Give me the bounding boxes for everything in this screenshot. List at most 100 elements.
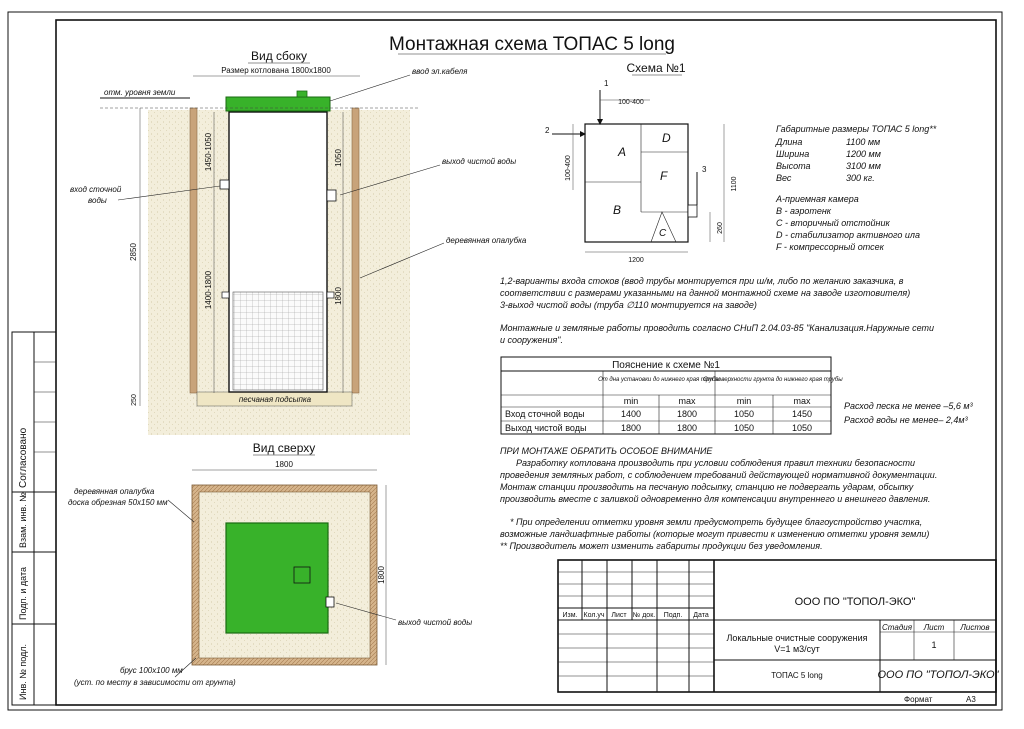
dim-row-width-label: Ширина (776, 149, 809, 159)
legend-f: F - компрессорный отсек (776, 242, 885, 252)
stamp-model: ТОПАС 5 long (771, 671, 822, 680)
dim-row-weight-label: Вес (776, 173, 792, 183)
scheme-1: Схема №1 A B C D F 1 100-400 2 100-400 3… (545, 61, 738, 264)
attention-line-4: производить вместе с заливкой одновремен… (500, 494, 930, 504)
inv-zam-label: Взам. инв. № (18, 492, 28, 548)
stamp-sheet-no: 1 (931, 640, 936, 650)
side-clean-output-label: выход чистой воды (442, 157, 516, 166)
table-max-1: max (678, 396, 696, 406)
sewage-input-label-2: воды (88, 196, 107, 205)
chamber-f: F (660, 169, 668, 183)
format-value: А3 (966, 695, 976, 704)
right-dim-1800: 1800 (377, 566, 386, 584)
table-row-1-v3: 1050 (734, 409, 754, 419)
stamp-stage: Стадия (882, 623, 913, 632)
side-view-title: Вид сбоку (251, 49, 307, 63)
title-block: Изм. Кол.уч Лист № док. Подп. Дата ООО П… (557, 559, 1000, 704)
dim-row-height-label: Высота (776, 161, 811, 171)
formwork-right (351, 107, 360, 394)
table-row-2-v4: 1050 (792, 423, 812, 433)
pit-size-label: Размер котлована 1800х1800 (221, 66, 331, 75)
stamp-company: ООО ПО "ТОПОЛ-ЭКО" (795, 596, 916, 608)
col-izm: Изм. (563, 612, 578, 619)
table-group-1: От дна установки до нижнего края трубы (598, 377, 720, 383)
table-row-1-v4: 1450 (792, 409, 812, 419)
table-max-2: max (793, 396, 811, 406)
col-ndok: № док. (633, 612, 655, 619)
col-kol: Кол.уч (584, 612, 605, 619)
footnote-2: ** Производитель может изменить габариты… (500, 541, 823, 551)
stamp-company-2: ООО ПО "ТОПОЛ-ЭКО" (877, 669, 999, 681)
notes: 1,2-варианты входа стоков (ввод трубы мо… (500, 276, 934, 345)
clean-output-pipe (326, 189, 337, 202)
table-min-1: min (624, 396, 639, 406)
col-list: Лист (611, 612, 627, 619)
table-row-2-v1: 1800 (621, 423, 641, 433)
chamber-legend: А-приемная камера В - аэротенк С - втори… (775, 194, 920, 252)
attention-line-1: Разработку котлована производить при усл… (516, 458, 915, 468)
note-variants-1: 1,2-варианты входа стоков (ввод трубы мо… (500, 276, 904, 286)
col-data: Дата (693, 612, 709, 619)
table-row-1-label: Вход сточной воды (505, 409, 585, 419)
format-label: Формат (904, 695, 933, 704)
table-row-2-label: Выход чистой воды (505, 423, 586, 433)
note-snip-1: Монтажные и земляные работы проводить со… (500, 323, 934, 333)
top-formwork-label-1: деревянная опалубка (74, 487, 155, 496)
tank-lid (225, 96, 331, 112)
table-row-1-v2: 1800 (677, 409, 697, 419)
sand-consumption: Расход песка не менее –5,6 м³ (844, 401, 974, 411)
dim-100-400-left: 100-400 (565, 155, 572, 181)
dim-100-400-top: 100-400 (618, 99, 644, 106)
dim-row-width-value: 1200 мм (846, 149, 881, 159)
stamp-product-2: V=1 м3/сут (774, 644, 820, 654)
col-podp: Подп. (664, 612, 683, 619)
stamp-product-1: Локальные очистные сооружения (726, 633, 867, 643)
top-tank (225, 522, 329, 634)
table-group-2: От поверхности грунта до нижнего края тр… (703, 377, 843, 383)
dim-1400-1800: 1400-1800 (204, 270, 213, 309)
dim-2850: 2850 (129, 243, 138, 261)
inv-podl-label: Инв. № подл. (18, 644, 28, 700)
outer-frame (7, 11, 1003, 711)
footnote-1a: * При определении отметки уровня земли п… (510, 517, 922, 527)
stamp-sheets: Листов (959, 623, 989, 632)
water-consumption: Расход воды не менее– 2,4м³ (844, 415, 969, 425)
explanation-table: Пояснение к схеме №1 От дна установки до… (500, 356, 843, 435)
tank-lower-section (232, 291, 324, 391)
dim-250: 250 (131, 394, 138, 406)
side-stamp: Согласовано Взам. инв. № Подп. и дата Ин… (11, 331, 57, 706)
dim-row-length-label: Длина (775, 137, 802, 147)
top-dim-1800: 1800 (275, 460, 293, 469)
top-tank-hatch (293, 566, 311, 584)
formwork-left (189, 107, 198, 394)
table-caption: Пояснение к схеме №1 (612, 360, 720, 371)
agreed-label: Согласовано (18, 427, 29, 488)
dim-row-height-value: 3100 мм (846, 161, 881, 171)
chamber-d: D (662, 131, 671, 145)
top-view-title: Вид сверху (253, 441, 316, 455)
note-variants-2: соответствии с размерами указанными на д… (500, 288, 910, 298)
top-view: Вид сверху 1800 1800 деревянная опалубка… (68, 441, 472, 687)
marker-3: 3 (702, 165, 707, 174)
sand-bed-label: песчаная подсыпка (239, 395, 312, 404)
formwork-label: деревянная опалубка (446, 236, 527, 245)
side-view: Вид сбоку Размер котлована 1800х1800 пес… (70, 49, 527, 435)
footnote-1b: возможные ландшафтные работы (которые мо… (500, 529, 929, 539)
legend-a: А-приемная камера (775, 194, 859, 204)
ground-level-label: отм. уровня земли (104, 88, 176, 97)
beam-label-2: (уст. по месту в зависимости от грунта) (74, 678, 236, 687)
table-row-1-v1: 1400 (621, 409, 641, 419)
scheme-plan (584, 123, 689, 243)
dim-1100: 1100 (731, 176, 738, 191)
sign-date-label: Подп. и дата (18, 567, 28, 620)
top-clean-output-label: выход чистой воды (398, 618, 472, 627)
chamber-b: B (613, 203, 621, 217)
attention-line-2: проведения земляных работ, с соблюдением… (500, 470, 937, 480)
attention-notes: ПРИ МОНТАЖЕ ОБРАТИТЬ ОСОБОЕ ВНИМАНИЕ Раз… (500, 446, 937, 551)
dimensions-heading: Габаритные размеры ТОПАС 5 long** (776, 124, 937, 134)
dim-260: 260 (717, 222, 724, 234)
dim-1450-1050: 1450-1050 (204, 132, 213, 171)
top-formwork-label-2: доска обрезная 50х150 мм (68, 498, 168, 507)
